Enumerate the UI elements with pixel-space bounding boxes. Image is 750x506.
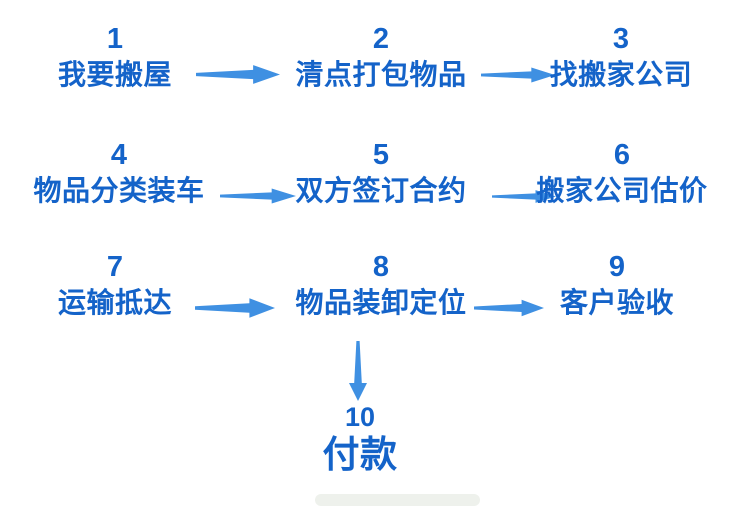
step-2: 2 清点打包物品 (295, 24, 466, 90)
step-9-number: 9 (608, 251, 626, 283)
arrow-right-icon-1-2 (196, 65, 280, 84)
step-6: 6 搬家公司估价 (536, 140, 707, 206)
arrow-right-icon-4-5 (220, 188, 296, 204)
step-1-label: 我要搬屋 (57, 59, 173, 90)
step-2-label: 清点打包物品 (295, 59, 467, 90)
step-3-number: 3 (612, 23, 630, 55)
step-10-number: 10 (344, 402, 376, 432)
arrow-right-icon-5-6 (492, 190, 556, 203)
arrow-right-icon-2-3 (481, 67, 555, 83)
step-4-number: 4 (110, 139, 128, 171)
step-8-label: 物品装卸定位 (295, 287, 467, 318)
step-6-label: 搬家公司估价 (536, 175, 708, 206)
step-7: 7 运输抵达 (58, 252, 172, 318)
step-9: 9 客户验收 (560, 252, 674, 318)
step-3-label: 找搬家公司 (549, 59, 693, 90)
step-7-number: 7 (106, 251, 124, 283)
step-4: 4 物品分类装车 (33, 140, 204, 206)
step-4-label: 物品分类装车 (33, 175, 205, 206)
cropped-bottom-artifact (315, 494, 480, 506)
step-8: 8 物品装卸定位 (295, 252, 466, 318)
arrow-down-icon-8-10 (349, 341, 367, 401)
arrow-right-icon-8-9 (474, 299, 544, 317)
step-5-label: 双方签订合约 (295, 175, 467, 206)
step-1: 1 我要搬屋 (58, 24, 172, 90)
step-3: 3 找搬家公司 (550, 24, 693, 90)
step-8-number: 8 (372, 251, 390, 283)
step-6-number: 6 (613, 139, 631, 171)
step-5-number: 5 (372, 139, 390, 171)
step-9-label: 客户验收 (559, 287, 675, 318)
arrow-right-icon-7-8 (195, 298, 275, 318)
step-10-label: 付款 (322, 434, 398, 475)
step-2-number: 2 (372, 23, 390, 55)
step-7-label: 运输抵达 (57, 287, 173, 318)
step-10: 10 付款 (322, 402, 398, 475)
step-5: 5 双方签订合约 (295, 140, 466, 206)
step-1-number: 1 (106, 23, 124, 55)
